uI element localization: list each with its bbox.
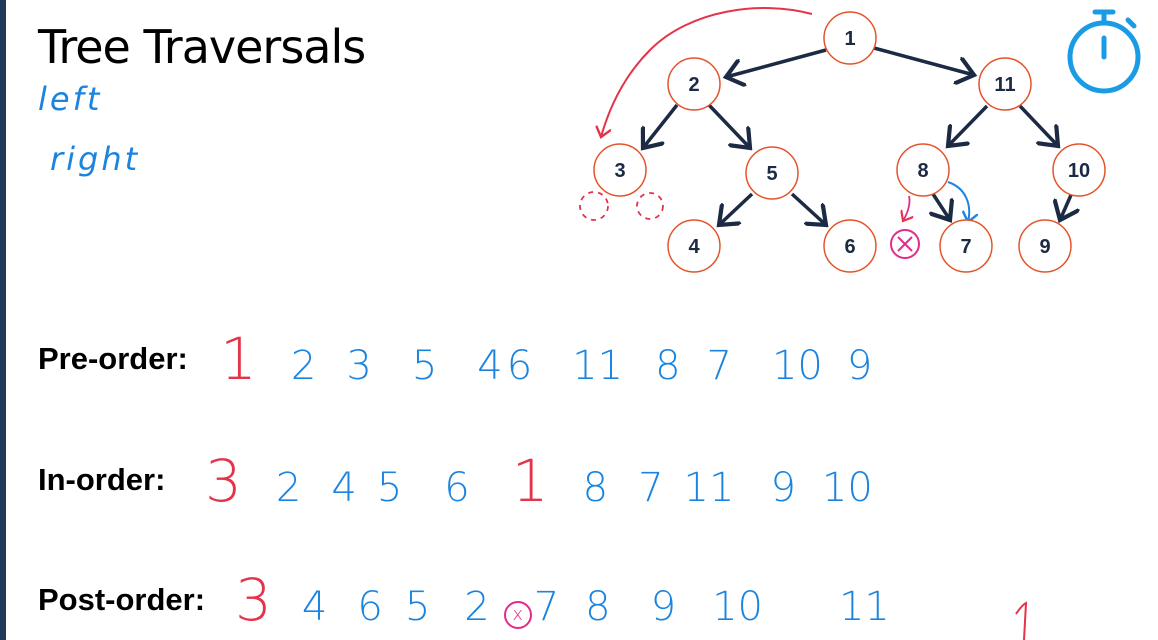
sequence-item: 9: [846, 343, 873, 389]
note-right: right: [50, 140, 141, 178]
tree-node: 11: [978, 57, 1032, 111]
sequence-item: 8: [582, 465, 609, 511]
tree-node: 1: [823, 11, 877, 65]
label-pre-order: Pre-order:: [38, 341, 188, 376]
svg-text:7: 7: [960, 236, 971, 258]
sequence-item: 5: [411, 343, 438, 389]
sequence-item: 7: [638, 465, 664, 511]
edge-5-6: [790, 192, 826, 225]
svg-text:2: 2: [688, 74, 699, 96]
label-in-order: In-order:: [38, 462, 166, 497]
sequence-item: 4: [301, 584, 328, 630]
null-marker-x: [897, 236, 913, 252]
sequence-item: 11: [683, 465, 735, 511]
stopwatch-icon: [1067, 9, 1141, 94]
sequence-in-order: 3 2 4 5 6 1 8 7 11 9 10: [205, 447, 873, 515]
tree-node: 3: [593, 143, 647, 197]
sequence-item: 2: [275, 465, 302, 511]
edge-10-9: [1060, 194, 1071, 220]
sequence-pre-order: 1 2 3 5 4 6 11 8 7 10 9: [220, 325, 872, 393]
svg-text:4: 4: [688, 236, 700, 258]
sequence-item: 6: [357, 584, 383, 630]
edge-1-2: [726, 48, 827, 77]
sequence-item: 3: [235, 566, 272, 634]
sequence-item: 5: [376, 465, 403, 511]
edge-11-8: [948, 104, 989, 146]
svg-text:3: 3: [614, 160, 625, 182]
sequence-item: 8: [655, 343, 681, 389]
sequence-item: 7: [706, 343, 732, 389]
sequence-item: 2: [464, 584, 490, 630]
stray-red-mark: [1015, 601, 1028, 640]
null-marker-icon: x: [503, 601, 532, 629]
page-title: Tree Traversals: [38, 20, 366, 74]
sequence-item: 5: [404, 584, 431, 630]
sequence-item: 9: [650, 584, 677, 630]
svg-text:6: 6: [844, 236, 855, 258]
tree-node: 2: [667, 57, 721, 111]
sequence-item: 3: [205, 447, 242, 515]
sequence-item: 11: [838, 584, 890, 630]
sequence-item: 10: [821, 465, 873, 511]
sequence-item: 6: [506, 343, 533, 389]
sequence-item: 10: [712, 584, 763, 630]
null-child-right-of-3: [636, 192, 664, 220]
edge-1-11: [873, 46, 974, 75]
note-left: left: [38, 80, 103, 118]
tree-node: 9: [1018, 219, 1072, 273]
edge-8-7: [933, 193, 950, 220]
sequence-item: 1: [220, 325, 257, 393]
null-marker-circle: [890, 229, 920, 259]
edge-11-10: [1018, 104, 1058, 146]
pink-null-arrow: [903, 195, 910, 221]
sequence-item: 11: [572, 343, 624, 389]
sequence-item: 4: [477, 343, 503, 389]
sequence-item: 3: [346, 343, 372, 389]
tree-node: 8: [896, 143, 950, 197]
red-traversal-curve: [601, 7, 813, 137]
svg-text:1: 1: [844, 28, 855, 50]
svg-text:10: 10: [1068, 160, 1090, 182]
edge-5-4: [719, 192, 754, 225]
sequence-item: 1: [511, 447, 549, 515]
label-post-order: Post-order:: [38, 582, 206, 617]
left-edge-bar: [0, 0, 6, 640]
tree-node: 5: [745, 146, 799, 200]
sequence-item: 10: [771, 343, 823, 389]
sequence-post-order: 3 4 6 5 2 x 7 8 9 10 11: [235, 566, 890, 634]
sequence-item: 8: [585, 584, 611, 630]
tree-node: 6: [823, 219, 877, 273]
null-child-left-of-3: [579, 191, 609, 221]
svg-text:11: 11: [994, 74, 1015, 96]
sequence-item: 2: [290, 343, 317, 389]
svg-text:5: 5: [766, 163, 777, 185]
sequence-item: 7: [533, 584, 560, 630]
svg-text:8: 8: [917, 160, 928, 182]
sequence-item: 4: [331, 465, 357, 511]
sequence-item: 9: [770, 465, 796, 511]
svg-text:9: 9: [1039, 236, 1050, 258]
blue-traversal-arrow: [947, 181, 969, 222]
tree-node: 4: [667, 219, 721, 273]
edge-2-5: [707, 103, 750, 148]
tree-node: 7: [939, 219, 993, 273]
sequence-item: 6: [444, 465, 470, 511]
edge-2-3: [643, 103, 679, 148]
tree-node: 10: [1052, 143, 1106, 197]
